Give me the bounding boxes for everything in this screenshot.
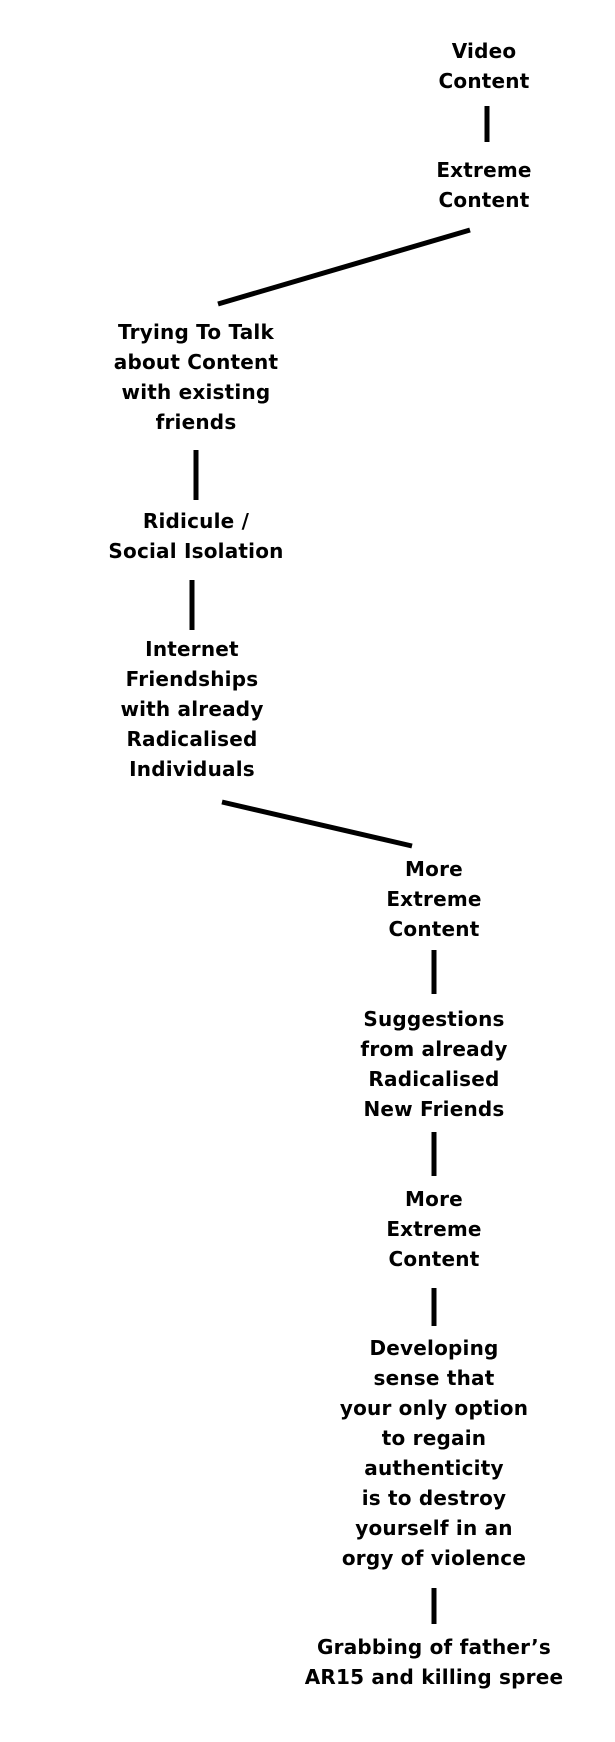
node-internet-friendships: Internet Friendships with already Radica…	[120, 637, 264, 781]
node-developing-sense: Developing sense that your only option t…	[339, 1336, 529, 1570]
node-extreme-content: Extreme Content	[436, 158, 532, 212]
node-talk-with-friends: Trying To Talk about Content with existi…	[113, 320, 279, 434]
node-killing-spree: Grabbing of father’s AR15 and killing sp…	[304, 1635, 564, 1689]
node-more-extreme-content-2: More Extreme Content	[386, 1187, 482, 1271]
edge-internet-to-more-extreme-1	[221, 799, 413, 849]
node-more-extreme-content-1: More Extreme Content	[386, 857, 482, 941]
node-video-content: Video Content	[438, 39, 530, 93]
node-ridicule-isolation: Ridicule / Social Isolation	[108, 509, 284, 563]
node-suggestions-new-friends: Suggestions from already Radicalised New…	[360, 1007, 508, 1121]
edge-extreme-to-talk	[217, 227, 471, 307]
